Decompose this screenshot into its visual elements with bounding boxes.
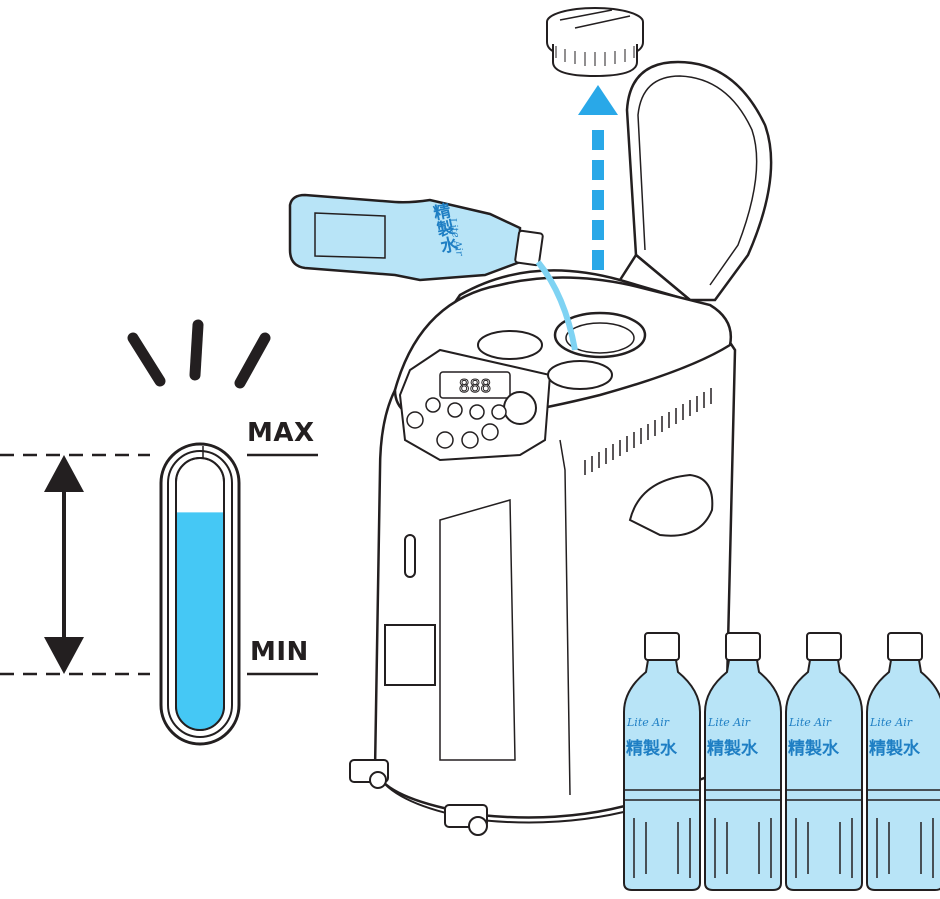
- indicator-mark-left: [127, 332, 166, 387]
- indicator-mark-right: [234, 332, 271, 389]
- indicator-mark-center: [189, 319, 204, 381]
- max-label: MAX: [247, 418, 315, 448]
- water-bottle: [704, 632, 782, 891]
- min-label: MIN: [250, 637, 309, 667]
- casters: [349, 759, 488, 836]
- water-bottle: [785, 632, 863, 891]
- bottle-1-label: 精製水: [626, 739, 677, 759]
- bottle-2-brand: Lite Air: [708, 716, 750, 729]
- arrow-up-icon: [578, 85, 618, 115]
- water-bottle: [866, 632, 940, 891]
- svg-text:888: 888: [459, 376, 492, 397]
- water-gauge: [159, 442, 241, 746]
- bottle-3-brand: Lite Air: [789, 716, 831, 729]
- range-arrow: [44, 455, 84, 674]
- bottle-4-label: 精製水: [869, 739, 920, 759]
- bottle-1-brand: Lite Air: [627, 716, 669, 729]
- bottle-row: [623, 632, 940, 891]
- lift-arrow: [578, 85, 618, 300]
- pouring-bottle: [288, 193, 578, 351]
- bottle-4-brand: Lite Air: [870, 716, 912, 729]
- water-level-fill: [176, 512, 224, 730]
- tank-cap: [546, 7, 644, 78]
- arrow-down-icon: [44, 637, 84, 674]
- indicator-marks: [127, 319, 271, 389]
- water-bottle: [623, 632, 701, 891]
- bottle-2-label: 精製水: [707, 739, 758, 759]
- arrow-up-icon: [44, 455, 84, 492]
- bottle-3-label: 精製水: [788, 739, 839, 759]
